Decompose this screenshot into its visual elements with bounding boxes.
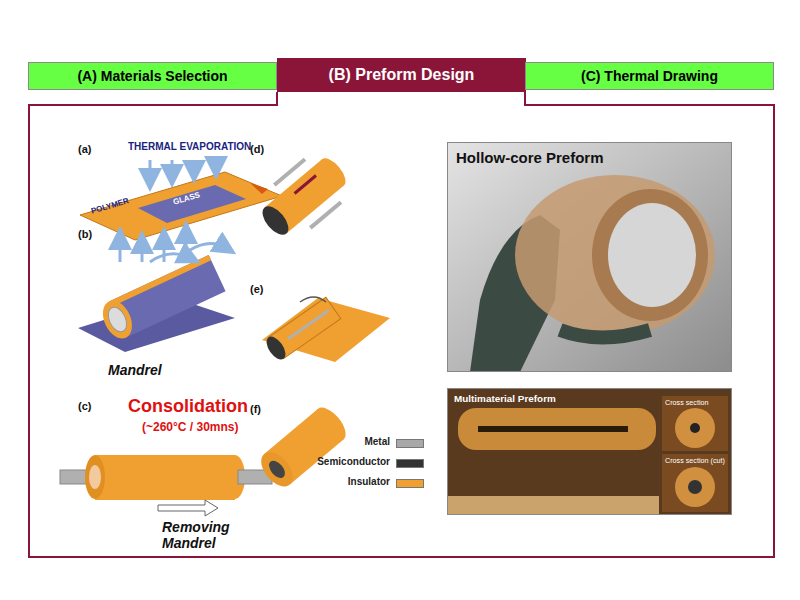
multimaterial-photo (447, 388, 732, 515)
photo-panel: Multimaterial PreformCross sectionCross … (447, 388, 732, 515)
process-title: Consolidation (128, 396, 248, 417)
process-condition: (~260°C / 30mns) (142, 420, 239, 434)
wrapping-figure (262, 297, 390, 363)
step-letter: (e) (250, 283, 263, 295)
stage-tab-active: (B) Preform Design (277, 58, 526, 92)
process-label: THERMAL EVAPORATION (128, 141, 251, 152)
legend-swatch (396, 479, 424, 488)
stage-tab: (C) Thermal Drawing (525, 62, 774, 90)
hollow-core-photo (447, 142, 732, 372)
node-text: Cross section (665, 398, 726, 407)
step-letter: (f) (250, 403, 261, 415)
legend-text: Metal (364, 436, 390, 447)
consolidation-figure (60, 455, 272, 516)
legend-text: Insulator (348, 476, 390, 487)
node-text: (C) Thermal Drawing (581, 68, 718, 84)
fiber-rod-figure (249, 144, 358, 249)
stage-tab: (A) Materials Selection (28, 62, 277, 90)
step-letter: (d) (250, 143, 264, 155)
inset-photo: Cross section (cut) (662, 454, 729, 513)
step-letter: (c) (78, 400, 91, 412)
legend-text: Semiconductor (317, 456, 390, 467)
inset-photo: Cross section (662, 396, 729, 452)
evaporation-figure (80, 160, 282, 262)
final-preform-figure (255, 403, 351, 493)
step-letter: (a) (78, 143, 91, 155)
step-letter: (b) (78, 228, 92, 240)
process-note: Removing Mandrel (162, 519, 252, 551)
node-text: (A) Materials Selection (77, 68, 227, 84)
part-label: Mandrel (108, 362, 162, 378)
photo-panel: Hollow-core Preform (447, 142, 732, 372)
legend-swatch (396, 459, 424, 468)
rolling-figure (78, 243, 235, 352)
node-text: Cross section (cut) (665, 456, 726, 465)
legend-swatch (396, 439, 424, 448)
node-text: (B) Preform Design (329, 66, 475, 84)
panel-outline (29, 92, 774, 557)
node-text: Hollow-core Preform (456, 149, 723, 166)
